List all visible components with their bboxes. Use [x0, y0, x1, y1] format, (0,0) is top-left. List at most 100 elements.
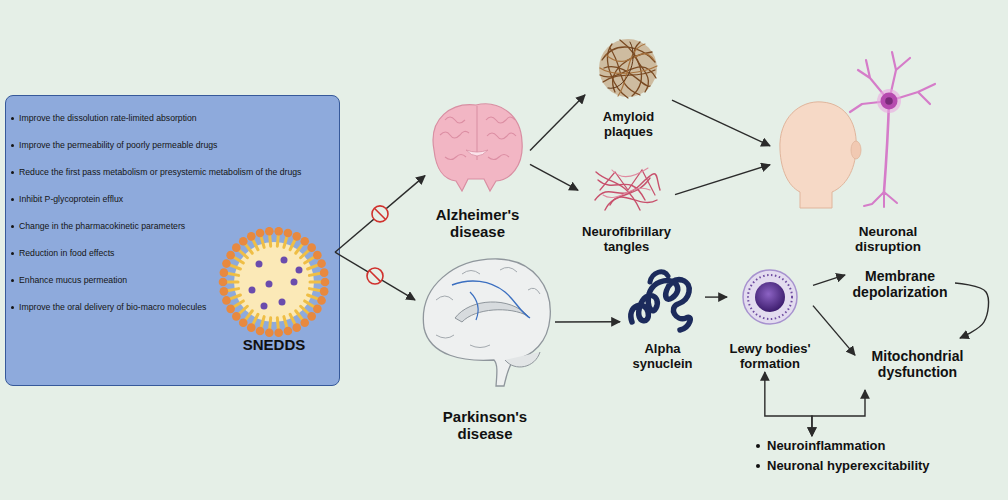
effect-node: Membrane depolarization [845, 255, 955, 312]
connector-arrow [555, 321, 620, 323]
parkinson-brain [423, 259, 550, 386]
benefit-text: Improve the dissolution rate-limited abs… [19, 113, 197, 123]
neurofibrillary-tangle-part [612, 168, 648, 177]
list-item: Improve the dissolution rate-limited abs… [6, 105, 339, 132]
lipid-head [220, 287, 229, 296]
lewy-body-part [755, 282, 785, 312]
node-label: SNEDDS [213, 336, 335, 353]
label-block: Alzheimer's disease [425, 206, 530, 241]
alzheimer-brain-part [488, 155, 509, 160]
connector-arrow [530, 164, 578, 190]
neuron-part [881, 93, 898, 110]
bullet-dot [11, 252, 14, 255]
label-block: Neuronal disruption [842, 224, 934, 255]
label-block: Amyloid plaques [585, 110, 672, 140]
lewy-body-part [748, 275, 792, 319]
alzheimer-brain-part [433, 104, 522, 191]
lipid-head [247, 232, 256, 241]
neurofibrillary-tangle-part [596, 172, 640, 210]
parkinson-brain-part [505, 352, 540, 367]
lipid-head [313, 251, 322, 260]
neuron-part [850, 52, 935, 112]
node-label: Neurofibrillary tangles [578, 225, 675, 255]
lipid-head [256, 327, 265, 336]
neurofibrillary-tangle-part [603, 188, 650, 197]
human-head-part [780, 102, 856, 208]
amyloid-plaque-part [602, 47, 655, 62]
nanoemulsion-particle: SNEDDS [213, 227, 335, 353]
inhibition-bar [374, 208, 385, 219]
lewy-body [743, 270, 797, 324]
lipid-head [239, 237, 248, 246]
inhibition-symbol [372, 206, 388, 222]
drug-molecule [296, 267, 303, 274]
bullet-dot [11, 171, 14, 174]
node-label: Parkinson's disease [433, 408, 538, 443]
lipid-head [226, 305, 235, 314]
amyloid-plaque [599, 39, 657, 98]
drug-molecule [281, 257, 288, 264]
connector-arrow [813, 275, 845, 285]
parkinson-brain-part [436, 267, 540, 347]
connector-arrow [335, 252, 415, 300]
neurofibrillary-tangle-part [605, 178, 650, 210]
lipid-head [300, 318, 309, 327]
pathology-node: Neurofibrillary tangles [578, 165, 675, 255]
text-list: NeuroinflammationNeuronal hyperexcitabil… [750, 436, 960, 476]
amyloid-plaque-part [599, 39, 657, 97]
connector-arrow [812, 390, 865, 436]
lipid-head [317, 259, 326, 268]
amyloid-plaque-part [608, 44, 628, 98]
bullet-dot [11, 306, 14, 309]
lipid-head [307, 312, 316, 321]
list-item: Improve the permeability of poorly perme… [6, 132, 339, 159]
connector-arrow [530, 95, 585, 151]
human-head [780, 102, 861, 208]
amyloid-plaque-part [608, 42, 633, 88]
inhibition-ring [367, 268, 383, 284]
benefit-text: Improve the permeability of poorly perme… [19, 140, 217, 150]
lipid-head [247, 323, 256, 332]
connector-arrow [955, 283, 989, 338]
lipid-head [219, 278, 228, 287]
human-head-part [851, 141, 861, 159]
alpha-synuclein-fibril-part [631, 280, 690, 330]
parkinson-brain-part [470, 292, 478, 320]
benefit-text: Reduction in food effects [19, 248, 114, 258]
lipid-head [265, 227, 274, 236]
lipid-head [317, 296, 326, 305]
list-item: Reduce the first pass metabolism or pres… [6, 159, 339, 186]
effect-list: NeuroinflammationNeuronal hyperexcitabil… [750, 436, 960, 478]
lipid-head [274, 227, 283, 236]
list-item: Neuroinflammation [750, 436, 960, 456]
inhibition-symbol [367, 268, 383, 284]
outcome-node: Neuronal disruption [770, 45, 990, 255]
label-block: Lewy bodies' formation [725, 342, 815, 372]
label-block: SNEDDS [213, 336, 335, 353]
node-label: Neuronal disruption [842, 224, 934, 255]
alzheimer-brain [433, 104, 522, 191]
lipid-head [220, 268, 229, 277]
neuron-part [877, 89, 901, 113]
connector-arrow [672, 100, 770, 146]
effect-text: Neuronal hyperexcitability [767, 458, 930, 473]
lipid-head [284, 327, 293, 336]
alpha-synuclein-fibril-part [650, 272, 668, 282]
drug-molecule [266, 281, 273, 288]
lewy-body-part [743, 270, 797, 324]
alzheimer-brain-part [466, 150, 488, 156]
lipid-head [321, 278, 330, 287]
disease-node: Alzheimer's disease [425, 100, 530, 240]
list-item: Neuronal hyperexcitability [750, 456, 960, 476]
bullet-dot [11, 198, 14, 201]
label-block: Mitochondrial dysfunction [855, 348, 980, 380]
neuron-part [884, 101, 889, 192]
pathology-node: Lewy bodies' formation [727, 265, 813, 372]
connector-arrow [675, 165, 770, 195]
benefit-text: Reduce the first pass metabolism or pres… [19, 167, 301, 177]
pathology-node: Alpha synuclein [620, 265, 705, 372]
neuron-part [885, 97, 893, 105]
lipid-head [292, 232, 301, 241]
effect-text: Neuroinflammation [767, 438, 885, 453]
